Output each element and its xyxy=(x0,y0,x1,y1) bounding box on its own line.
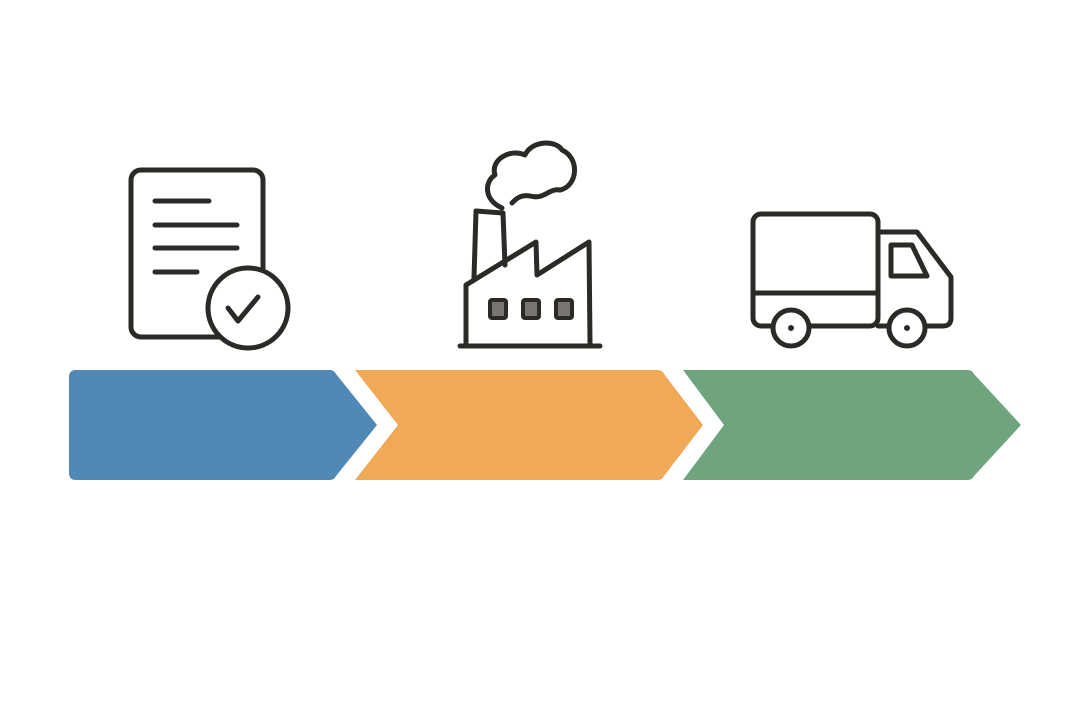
factory-window xyxy=(521,298,541,320)
factory-window xyxy=(554,298,574,320)
delivery-truck-icon xyxy=(750,211,954,349)
step-3-arrow xyxy=(683,370,1021,480)
step-1-arrow xyxy=(69,370,377,480)
factory-window xyxy=(488,298,508,320)
step-2-arrow xyxy=(355,370,703,480)
document-check-icon xyxy=(128,167,291,351)
factory-icon xyxy=(457,140,603,349)
